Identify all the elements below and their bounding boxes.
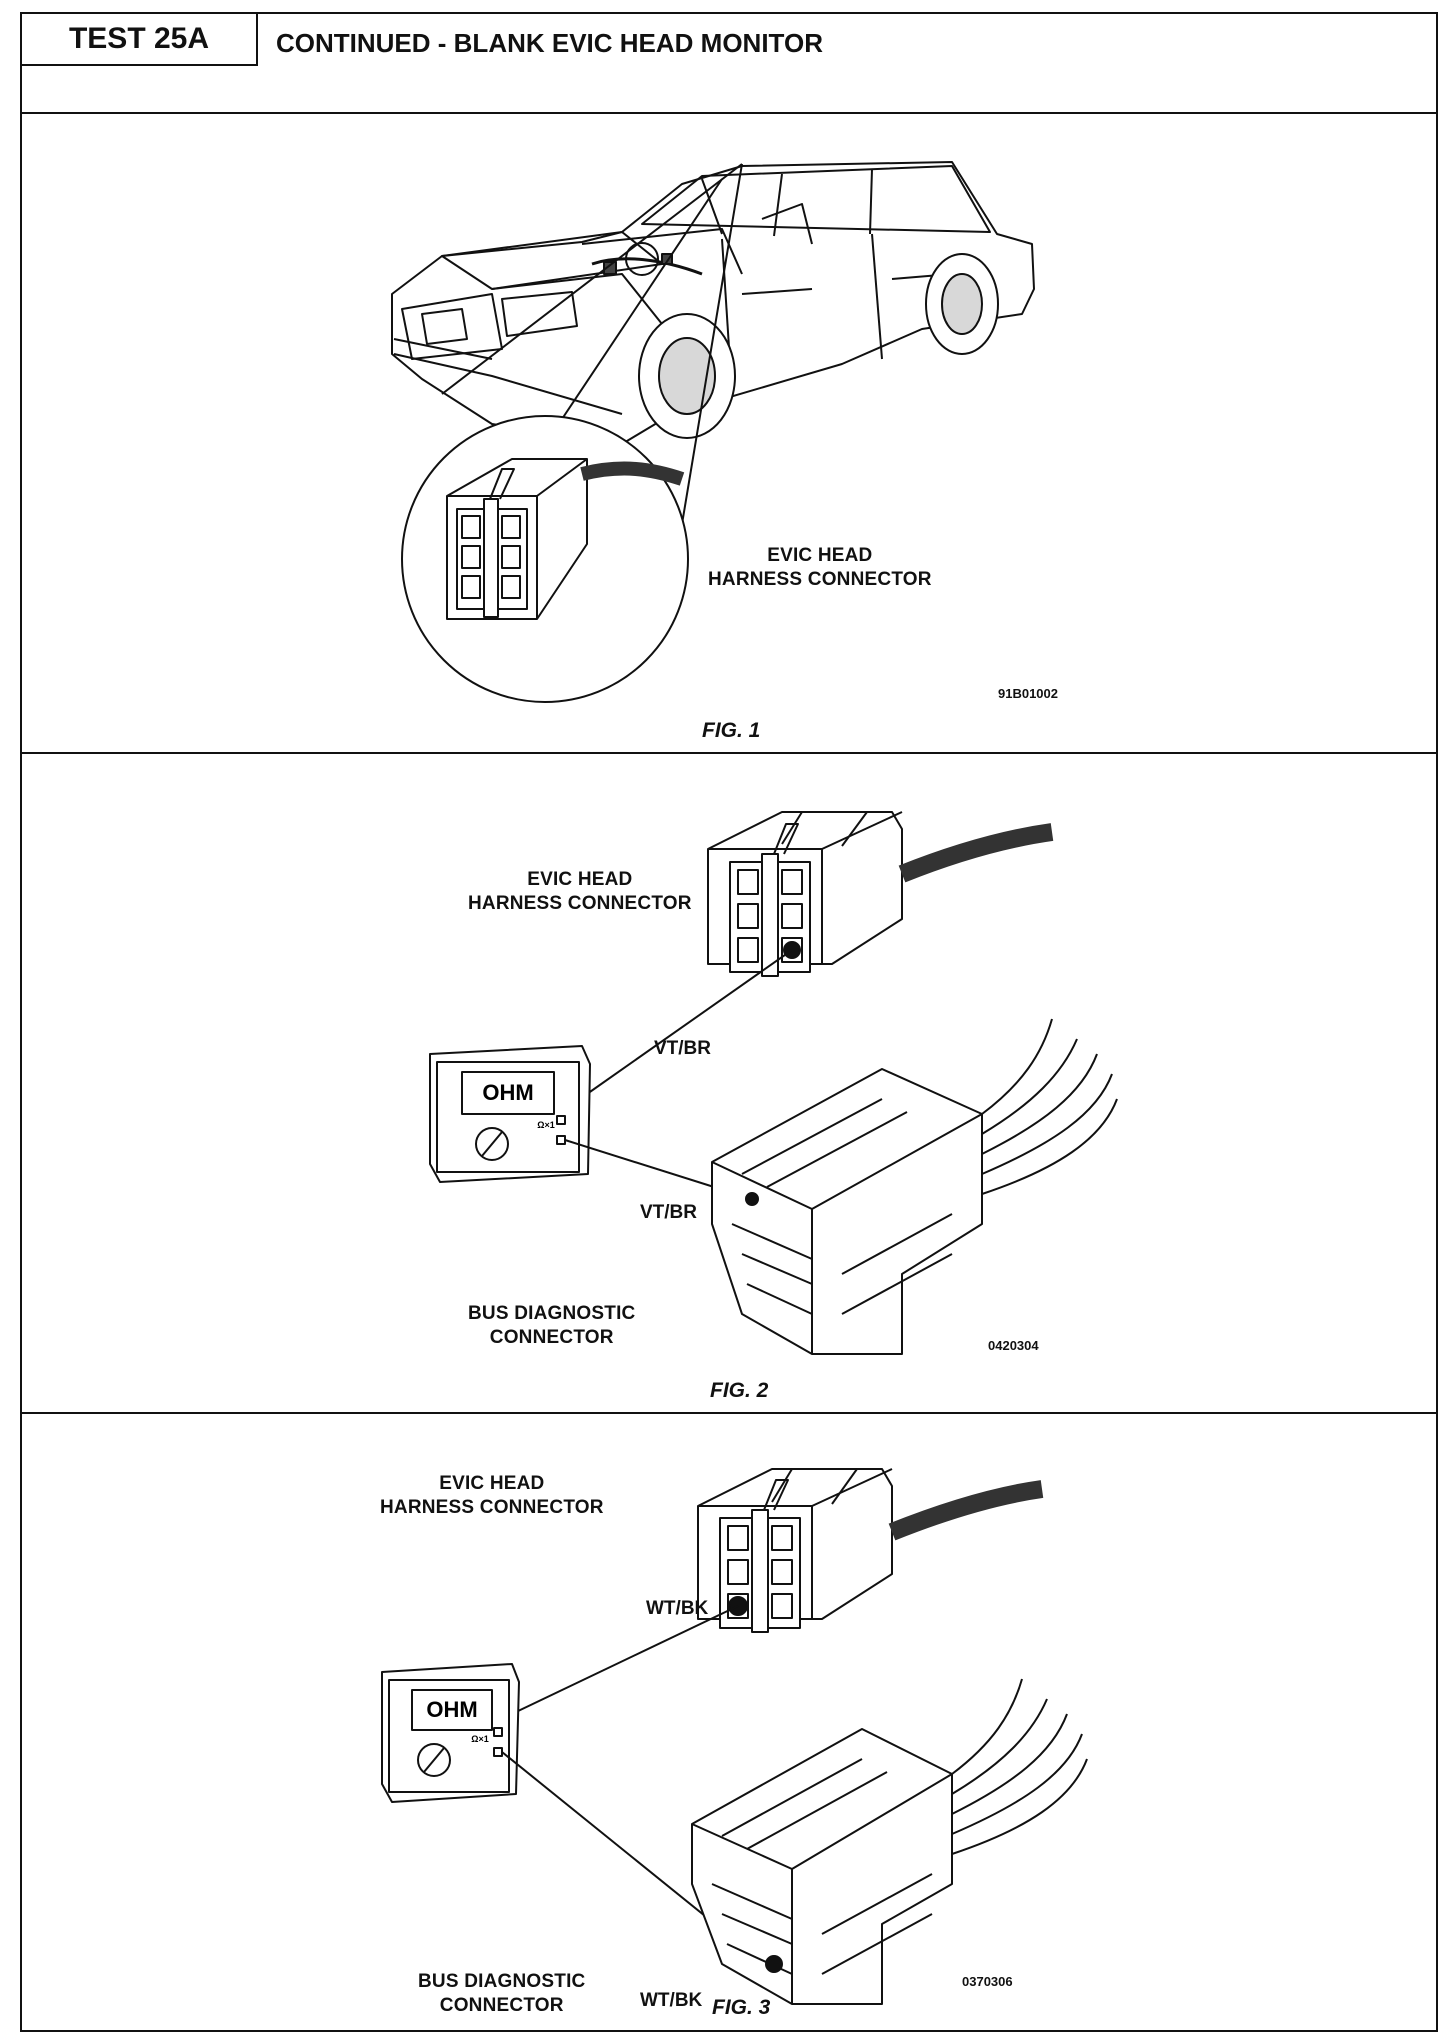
label-line: HARNESS CONNECTOR	[708, 569, 932, 590]
label-line: EVIC HEAD	[767, 545, 873, 566]
figure-caption: FIG. 3	[712, 1996, 771, 2019]
figure-code: 91B01002	[998, 686, 1058, 701]
meter-range: Ω×1	[537, 1120, 554, 1130]
figure-caption: FIG. 1	[702, 719, 761, 742]
figure-2-panel: OHM Ω×1 EVIC HEAD HARNESS CONNECTOR VT/B…	[22, 754, 1436, 1414]
meter-range: Ω×1	[471, 1734, 488, 1744]
wire-color-label: WT/BK	[640, 1990, 703, 2011]
test-id-box: TEST 25A	[22, 14, 258, 66]
ohmmeter-test-diagram: OHM Ω×1	[381, 1468, 1088, 2005]
car-illustration	[391, 161, 1035, 703]
label-line: HARNESS CONNECTOR	[380, 1497, 604, 1518]
label-line: EVIC HEAD	[439, 1473, 545, 1494]
page-title: CONTINUED - BLANK EVIC HEAD MONITOR	[276, 28, 823, 58]
page-header: TEST 25A CONTINUED - BLANK EVIC HEAD MON…	[22, 14, 1436, 114]
connector-label: EVIC HEAD HARNESS CONNECTOR	[468, 868, 692, 916]
bus-connector-label: BUS DIAGNOSTIC CONNECTOR	[468, 1302, 635, 1350]
connector-label: EVIC HEAD HARNESS CONNECTOR	[708, 544, 932, 592]
wire-color-label: VT/BR	[654, 1038, 711, 1059]
label-line: CONNECTOR	[439, 1995, 564, 2016]
wire-color-label: WT/BK	[646, 1598, 709, 1619]
label-line: EVIC HEAD	[527, 869, 633, 890]
label-line: BUS DIAGNOSTIC	[468, 1303, 636, 1324]
figure-caption: FIG. 2	[710, 1379, 769, 1402]
meter-display: OHM	[482, 1080, 533, 1105]
bus-connector-label: BUS DIAGNOSTIC CONNECTOR	[418, 1970, 585, 2018]
label-line: HARNESS CONNECTOR	[468, 893, 692, 914]
figure-1-panel: EVIC HEAD HARNESS CONNECTOR 91B01002 FIG…	[22, 114, 1436, 754]
label-line: CONNECTOR	[489, 1327, 614, 1348]
connector-label: EVIC HEAD HARNESS CONNECTOR	[380, 1472, 604, 1520]
meter-display: OHM	[426, 1697, 477, 1722]
label-line: BUS DIAGNOSTIC	[418, 1971, 586, 1992]
figure-code: 0370306	[962, 1974, 1013, 1989]
wire-color-label: VT/BR	[640, 1202, 697, 1223]
ohmmeter-test-diagram: OHM Ω×1	[429, 811, 1118, 1355]
page-frame: TEST 25A CONTINUED - BLANK EVIC HEAD MON…	[20, 12, 1438, 2032]
figure-3-panel: OHM Ω×1 EVIC HEAD HARNESS CONNECTOR WT/B…	[22, 1414, 1436, 2030]
figure-code: 0420304	[988, 1338, 1039, 1353]
